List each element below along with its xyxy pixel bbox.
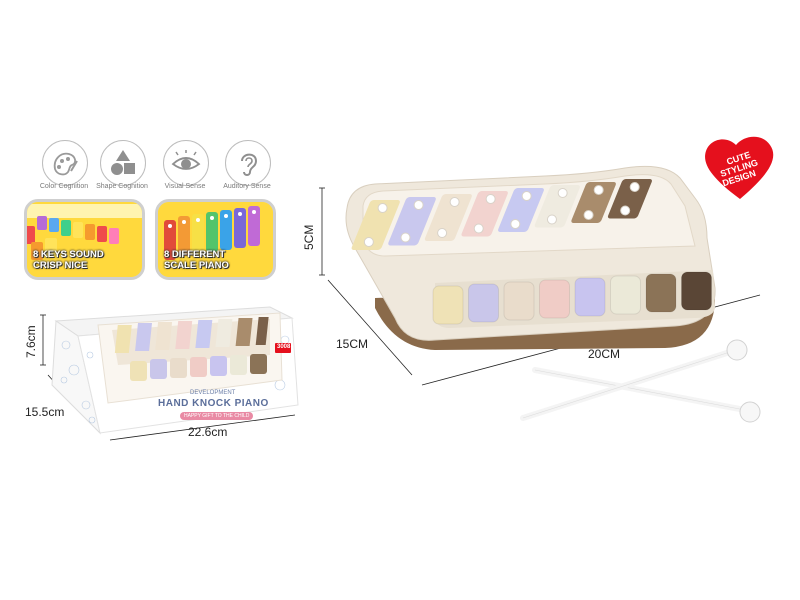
xylophone-bar[interactable]	[607, 179, 653, 219]
icon-label: Auditory Sense	[223, 183, 271, 190]
box-brand-line: DEVELOPMENT	[190, 390, 236, 396]
xylophone-bar[interactable]	[424, 194, 473, 241]
icon-label: Color Cognition	[39, 183, 89, 190]
product-height-label: 5CM	[302, 224, 316, 250]
piano-key[interactable]	[574, 277, 606, 317]
feature-text-scale: 8 DIFFERENT SCALE PIANO	[164, 249, 229, 271]
piano-key[interactable]	[539, 279, 570, 319]
feature-text-keys: 8 KEYS SOUND CRISP NICE	[33, 249, 104, 271]
box-tagline: HAPPY GIFT TO THE CHILD	[180, 412, 254, 420]
shape-cognition-icon	[100, 140, 146, 186]
feature-line: 8 DIFFERENT	[164, 249, 226, 260]
packaging-box: 3008 DEVELOPMENT HAND KNOCK PIANO HAPPY …	[30, 285, 310, 450]
feature-photo-scale: 8 DIFFERENT SCALE PIANO	[155, 199, 276, 280]
piano-keys	[432, 271, 712, 325]
piano-key[interactable]	[645, 273, 677, 313]
xylophone-bar[interactable]	[570, 182, 617, 223]
piano-key[interactable]	[503, 281, 535, 321]
product-depth-label: 15CM	[336, 337, 369, 351]
piano-key[interactable]	[681, 271, 712, 311]
auditory-sense-icon	[225, 140, 271, 186]
mallets	[505, 330, 775, 430]
xylophone-bar[interactable]	[460, 191, 508, 237]
toy-piano	[335, 158, 735, 368]
xylophone-bars	[351, 179, 653, 250]
piano-key[interactable]	[468, 283, 499, 323]
feature-line: SCALE PIANO	[164, 260, 229, 271]
box-depth-label: 15.5cm	[25, 405, 65, 419]
feature-photo-keys: 8 KEYS SOUND CRISP NICE	[24, 199, 145, 280]
box-model-tag: 3008	[277, 344, 291, 350]
box-width-label: 22.6cm	[188, 425, 228, 439]
xylophone-bar[interactable]	[534, 185, 581, 228]
xylophone-bar[interactable]	[351, 200, 401, 250]
xylophone-bar[interactable]	[497, 188, 545, 232]
feature-line: 8 KEYS SOUND	[33, 249, 104, 260]
icon-label: Shape Cognition	[96, 183, 148, 190]
visual-sense-icon	[163, 140, 209, 186]
heart-badge: CUTE STYLING DESIGN	[700, 133, 780, 203]
color-cognition-icon	[42, 140, 88, 186]
feature-line: CRISP NICE	[33, 260, 88, 271]
box-title: HAND KNOCK PIANO	[158, 398, 269, 409]
piano-key[interactable]	[432, 285, 464, 325]
piano-key[interactable]	[610, 275, 641, 315]
product-width-label: 20CM	[588, 347, 621, 361]
icon-label: Visual Sense	[164, 183, 206, 190]
box-height-label: 7.6cm	[24, 325, 38, 358]
xylophone-bar[interactable]	[387, 197, 437, 246]
